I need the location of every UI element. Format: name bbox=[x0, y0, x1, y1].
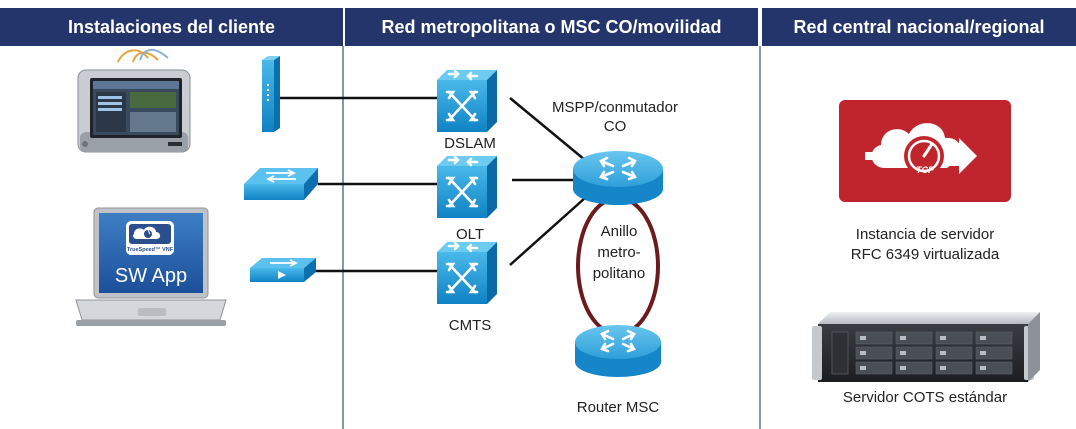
vnf-instance-label: Instancia de servidor RFC 6349 virtualiz… bbox=[815, 225, 1035, 265]
laptop-image bbox=[75, 207, 227, 326]
mspp-label-line2: CO bbox=[603, 118, 627, 135]
vnf-instance-label-line2: RFC 6349 virtualizada bbox=[850, 246, 1000, 263]
ont-switch-icon bbox=[244, 168, 318, 200]
vnf-instance-label-line1: Instancia de servidor bbox=[855, 226, 995, 243]
cmts-label: CMTS bbox=[448, 317, 492, 334]
vnf-logo-tcp-label: TCP bbox=[916, 165, 935, 175]
mspp-label-line1: MSPP/conmutador bbox=[552, 99, 678, 116]
modem-icon bbox=[262, 56, 280, 132]
header-core-network: Red central nacional/regional bbox=[762, 8, 1076, 46]
metro-ring-label-line3: politano bbox=[592, 265, 646, 282]
vnf-logo bbox=[839, 100, 1011, 202]
header-metro-network: Red metropolitana o MSC CO/movilidad bbox=[345, 8, 758, 46]
link-cmts-mspp bbox=[509, 197, 586, 266]
laptop-badge-label: TrueSpeed™ VNF bbox=[127, 247, 174, 253]
olt-label: OLT bbox=[455, 226, 485, 243]
divider-right bbox=[759, 46, 761, 429]
metro-ring-label-line2: metro- bbox=[597, 244, 641, 261]
dslam-label: DSLAM bbox=[444, 135, 496, 152]
test-instrument-image bbox=[77, 49, 191, 153]
metro-ring-label-line1: Anillo bbox=[600, 223, 638, 240]
mspp-label: MSPP/conmutador CO bbox=[535, 98, 695, 136]
nid-icon bbox=[250, 258, 316, 282]
cots-server-image bbox=[812, 312, 1040, 382]
mspp-router-icon bbox=[573, 151, 663, 205]
metro-ring-label: Anillo metro- politano bbox=[583, 221, 655, 284]
laptop-screen-label: SW App bbox=[115, 265, 187, 287]
header-customer-premises: Instalaciones del cliente bbox=[0, 8, 343, 46]
msc-router-label: Router MSC bbox=[576, 399, 660, 416]
msc-router-icon bbox=[575, 325, 661, 377]
divider-left bbox=[342, 46, 344, 429]
cots-server-label: Servidor COTS estándar bbox=[842, 389, 1008, 406]
link-lines bbox=[275, 96, 586, 273]
olt-icon bbox=[437, 155, 497, 218]
dslam-icon bbox=[437, 69, 497, 132]
link-dslam-mspp bbox=[509, 97, 586, 161]
cmts-icon bbox=[437, 241, 497, 304]
